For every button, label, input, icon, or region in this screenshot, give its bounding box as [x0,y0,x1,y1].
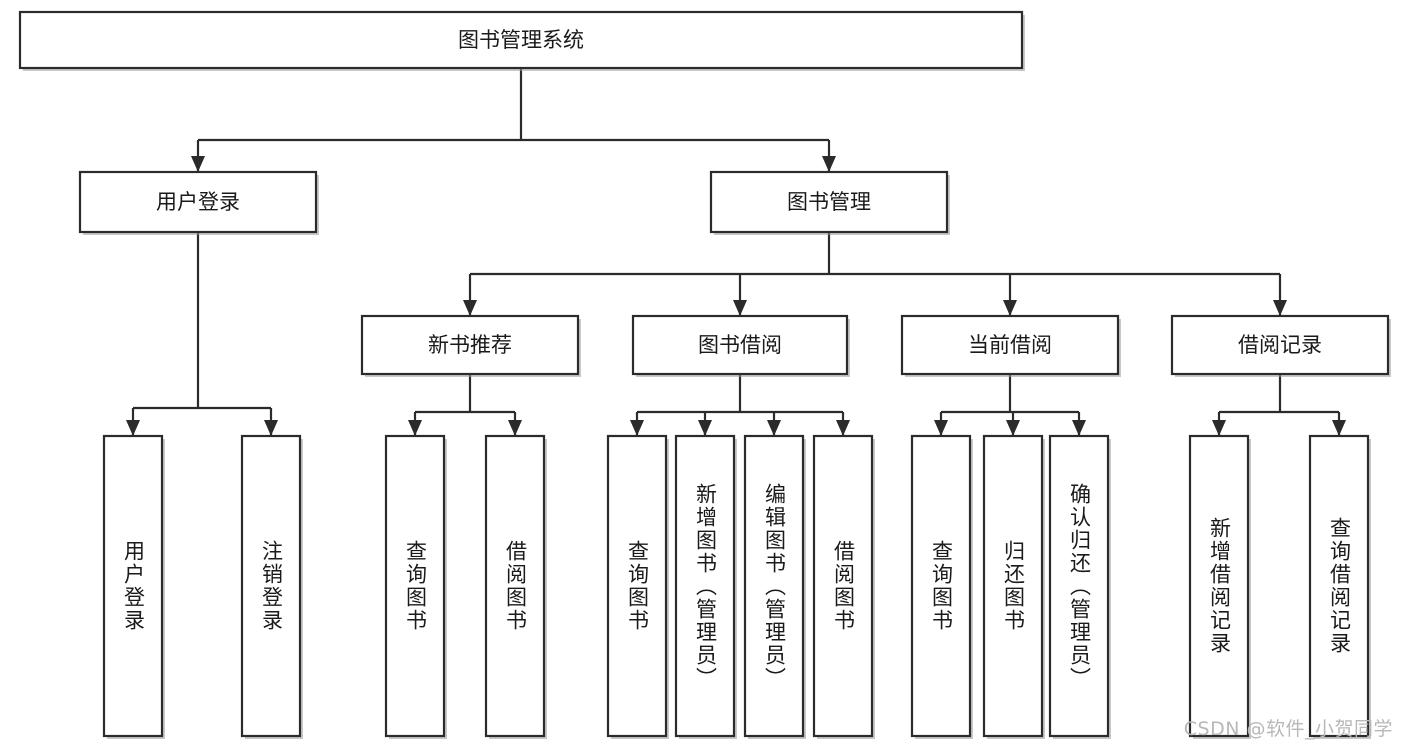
node-level3-label-3: 借阅记录 [1238,333,1322,357]
node-leaf-0[interactable] [102,434,164,738]
csdn-watermark: CSDN @软件_小贺同学 [1183,718,1393,740]
node-root[interactable] [18,10,1024,70]
arrow-root-to-level2-1 [822,156,836,172]
node-leaf-12[interactable] [1308,434,1370,738]
arrow-to-leaf-1-1 [508,420,522,436]
node-level3-3[interactable] [1170,314,1390,376]
arrow-mgr-to-level3-1 [733,300,747,316]
arrow-to-leaf-3-2 [1072,420,1086,436]
node-leaf-11[interactable] [1188,434,1250,738]
node-leaf-3[interactable] [484,434,546,738]
arrow-mgr-to-level3-3 [1273,300,1287,316]
node-leaf-6[interactable] [743,434,805,738]
arrow-to-leaf-3-0 [934,420,948,436]
arrow-root-to-level2-0 [191,156,205,172]
node-level2-1[interactable] [709,170,949,234]
node-leaf-1[interactable] [240,434,302,738]
arrow-to-leaf-0-1 [264,420,278,436]
node-level2-label-0: 用户登录 [156,190,240,214]
node-leaf-9[interactable] [982,434,1044,738]
node-leaf-8[interactable] [910,434,972,738]
boxes-layer [18,10,1391,739]
node-level3-2[interactable] [900,314,1120,376]
arrow-to-leaf-0-0 [126,420,140,436]
node-leaf-5[interactable] [674,434,736,738]
node-leaf-10[interactable] [1048,434,1110,738]
arrow-to-leaf-2-1 [698,420,712,436]
node-root-label: 图书管理系统 [458,28,584,52]
node-level2-0[interactable] [78,170,318,234]
arrow-mgr-to-level3-2 [1003,300,1017,316]
arrow-to-leaf-3-1 [1006,420,1020,436]
arrow-to-leaf-1-0 [408,420,422,436]
node-level3-label-2: 当前借阅 [968,333,1052,357]
node-level3-0[interactable] [360,314,580,376]
node-leaf-2[interactable] [384,434,446,738]
node-level2-label-1: 图书管理 [787,190,871,214]
node-level3-1[interactable] [631,314,849,376]
node-leaf-4[interactable] [606,434,668,738]
arrow-to-leaf-2-0 [630,420,644,436]
node-level3-label-0: 新书推荐 [428,333,512,357]
node-leaf-7[interactable] [812,434,874,738]
connectors-layer [126,68,1346,436]
arrow-to-leaf-2-3 [836,420,850,436]
arrow-to-leaf-4-1 [1332,420,1346,436]
arrow-to-leaf-2-2 [767,420,781,436]
arrow-mgr-to-level3-0 [463,300,477,316]
node-level3-label-1: 图书借阅 [698,333,782,357]
arrow-to-leaf-4-0 [1212,420,1226,436]
